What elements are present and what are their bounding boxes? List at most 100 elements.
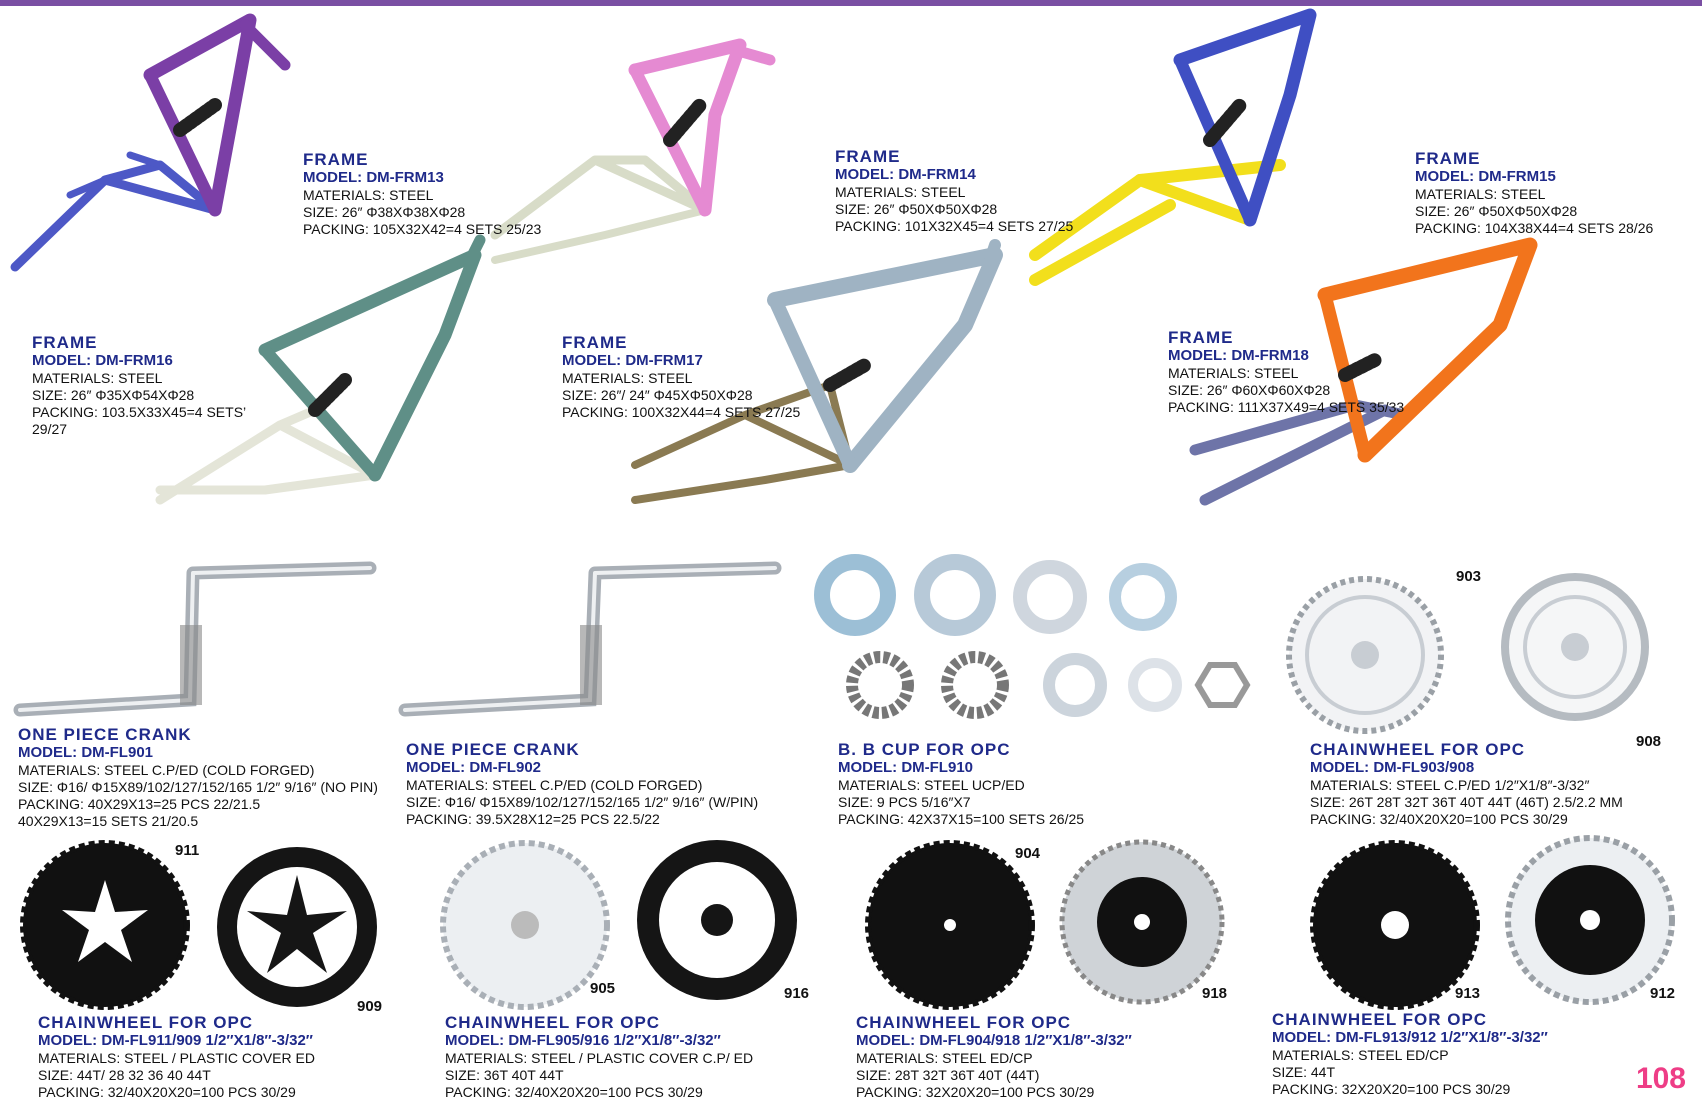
frame-title: FRAME <box>562 333 628 352</box>
chainwheel-fl905-916-info: CHAINWHEEL FOR OPC MODEL: DM-FL905/916 1… <box>445 1013 753 1101</box>
chainwheel-909-image <box>217 847 377 1007</box>
part-title: ONE PIECE CRANK <box>18 725 192 744</box>
part-line: MATERIALS: STEEL C.P/ED 1/2″X1/8″-3/32″ <box>1310 777 1590 793</box>
frame-title: FRAME <box>32 333 98 352</box>
frame-materials: MATERIALS: STEEL <box>32 370 163 386</box>
chainwheel-908-image <box>1501 573 1649 721</box>
crank-fl902-image <box>398 561 782 717</box>
frame-materials: MATERIALS: STEEL <box>835 184 966 200</box>
part-line: MATERIALS: STEEL / PLASTIC COVER ED <box>38 1050 315 1066</box>
part-line: MATERIALS: STEEL C.P/ED (COLD FORGED) <box>406 777 703 793</box>
crank-fl901-info: ONE PIECE CRANK MODEL: DM-FL901 MATERIAL… <box>18 725 378 830</box>
chainwheel-fl913-912-info: CHAINWHEEL FOR OPC MODEL: DM-FL913/912 1… <box>1272 1010 1548 1098</box>
image-number-905: 905 <box>590 980 616 997</box>
crank-fl902-info: ONE PIECE CRANK MODEL: DM-FL902 MATERIAL… <box>406 740 758 828</box>
frame-model: MODEL: DM-FRM16 <box>32 352 173 369</box>
frame-packing: PACKING: 100X32X44=4 SETS 27/25 <box>562 404 801 420</box>
part-line: PACKING: 32/40X20X20=100 PCS 30/29 <box>1310 811 1568 827</box>
chainwheel-fl903-908-info: CHAINWHEEL FOR OPC MODEL: DM-FL903/908 M… <box>1310 740 1623 828</box>
part-model: MODEL: DM-FL902 <box>406 759 541 776</box>
frame-materials: MATERIALS: STEEL <box>562 370 693 386</box>
part-line: PACKING: 32X20X20=100 PCS 30/29 <box>1272 1081 1511 1097</box>
part-title: B. B CUP FOR OPC <box>838 740 1011 759</box>
frame-frm17-image <box>631 239 1003 504</box>
part-title: CHAINWHEEL FOR OPC <box>1272 1010 1488 1029</box>
frame-frm17-info: FRAME MODEL: DM-FRM17 MATERIALS: STEEL S… <box>562 333 800 421</box>
frame-packing: PACKING: 105X32X42=4 SETS 25/23 <box>303 221 542 237</box>
part-line: PACKING: 32X20X20=100 PCS 30/29 <box>856 1084 1095 1100</box>
chainwheel-911-image <box>20 840 190 1010</box>
part-line: SIZE: 44T <box>1272 1064 1336 1080</box>
part-model: MODEL: DM-FL903/908 <box>1310 759 1475 776</box>
chainwheel-fl904-918-info: CHAINWHEEL FOR OPC MODEL: DM-FL904/918 1… <box>856 1013 1132 1101</box>
frame-model: MODEL: DM-FRM13 <box>303 169 444 186</box>
part-model: MODEL: DM-FL901 <box>18 744 153 761</box>
part-model: MODEL: DM-FL910 <box>838 759 973 776</box>
part-line: PACKING: 32/40X20X20=100 PCS 30/29 <box>38 1084 296 1100</box>
crank-fl901-image <box>13 561 377 717</box>
part-model: MODEL: DM-FL911/909 1/2″X1/8″-3/32″ <box>38 1032 313 1049</box>
frame-packing-weight: 29/27 <box>32 421 68 437</box>
image-number-904: 904 <box>1015 845 1041 862</box>
frame-size: SIZE: 26″ Φ38XΦ38XΦ28 <box>303 204 466 220</box>
bb-cup-fl910-info: B. B CUP FOR OPC MODEL: DM-FL910 MATERIA… <box>838 740 1084 828</box>
frame-frm15-info: FRAME MODEL: DM-FRM15 MATERIALS: STEEL S… <box>1415 149 1653 237</box>
part-line: SIZE: 44T/ 28 32 36 40 44T <box>38 1067 211 1083</box>
image-number-918: 918 <box>1202 985 1228 1002</box>
part-title: CHAINWHEEL FOR OPC <box>445 1013 661 1032</box>
frame-frm16-info: FRAME MODEL: DM-FRM16 MATERIALS: STEEL S… <box>32 333 246 438</box>
part-title: CHAINWHEEL FOR OPC <box>856 1013 1072 1032</box>
chainwheel-fl911-909-info: CHAINWHEEL FOR OPC MODEL: DM-FL911/909 1… <box>38 1013 315 1101</box>
frame-frm18-info: FRAME MODEL: DM-FRM18 MATERIALS: STEEL S… <box>1168 328 1404 416</box>
image-number-913: 913 <box>1455 985 1481 1002</box>
chainwheel-913-image <box>1310 840 1480 1010</box>
chainwheel-912-image <box>1505 835 1675 1005</box>
part-line: SIZE: Φ16/ Φ15X89/102/127/152/165 1/2″ 9… <box>18 779 378 795</box>
frame-model: MODEL: DM-FRM15 <box>1415 168 1556 185</box>
part-title: CHAINWHEEL FOR OPC <box>38 1013 254 1032</box>
part-line: MATERIALS: STEEL ED/CP <box>1272 1047 1449 1063</box>
frame-model: MODEL: DM-FRM17 <box>562 352 703 369</box>
frame-frm15-image <box>1029 8 1317 286</box>
frame-packing: PACKING: 101X32X45=4 SETS 27/25 <box>835 218 1074 234</box>
frame-packing: PACKING: 104X38X44=4 SETS 28/26 <box>1415 220 1654 236</box>
part-line: SIZE: 28T 32T 36T 40T (44T) <box>856 1067 1040 1083</box>
top-border <box>0 0 1702 6</box>
chainwheel-905-image <box>440 840 610 1010</box>
part-line: SIZE: 26T 28T 32T 36T 40T 44T (46T) 2.5/… <box>1310 794 1623 810</box>
frame-title: FRAME <box>1415 149 1481 168</box>
part-line: PACKING: 39.5X28X12=25 PCS 22.5/22 <box>406 811 660 827</box>
chainwheel-918-image <box>1059 839 1225 1005</box>
part-line: MATERIALS: STEEL ED/CP <box>856 1050 1033 1066</box>
part-line: MATERIALS: STEEL C.P/ED (COLD FORGED) <box>18 762 315 778</box>
frame-size: SIZE: 26″ Φ60XΦ60XΦ28 <box>1168 382 1331 398</box>
frame-title: FRAME <box>835 147 901 166</box>
frame-size: SIZE: 26″ Φ50XΦ50XΦ28 <box>1415 203 1578 219</box>
part-line: 40X29X13=15 SETS 21/20.5 <box>18 813 199 829</box>
chainwheel-903-image <box>1286 576 1444 734</box>
image-number-909: 909 <box>357 998 383 1015</box>
frame-frm13-info: FRAME MODEL: DM-FRM13 MATERIALS: STEEL S… <box>303 150 541 238</box>
part-model: MODEL: DM-FL905/916 1/2″X1/8″-3/32″ <box>445 1032 721 1049</box>
frame-model: MODEL: DM-FRM18 <box>1168 347 1309 364</box>
frame-size: SIZE: 26″ Φ50XΦ50XΦ28 <box>835 201 998 217</box>
part-line: SIZE: 9 PCS 5/16″X7 <box>838 794 971 810</box>
frame-frm16-image <box>155 234 486 505</box>
frame-frm18-image <box>1189 237 1538 506</box>
frame-frm14-info: FRAME MODEL: DM-FRM14 MATERIALS: STEEL S… <box>835 147 1073 235</box>
frame-size: SIZE: 26″/ 24″ Φ45XΦ50XΦ28 <box>562 387 753 403</box>
image-number-912: 912 <box>1650 985 1676 1002</box>
part-line: PACKING: 32/40X20X20=100 PCS 30/29 <box>445 1084 703 1100</box>
part-line: SIZE: Φ16/ Φ15X89/102/127/152/165 1/2″ 9… <box>406 794 759 810</box>
frame-size: SIZE: 26″ Φ35XΦ54XΦ28 <box>32 387 195 403</box>
page-number: 108 <box>1635 1062 1686 1095</box>
image-number-911: 911 <box>175 842 200 859</box>
frame-frm14-image <box>490 38 776 264</box>
part-model: MODEL: DM-FL904/918 1/2″X1/8″-3/32″ <box>856 1032 1132 1049</box>
part-title: ONE PIECE CRANK <box>406 740 580 759</box>
part-line: MATERIALS: STEEL / PLASTIC COVER C.P/ ED <box>445 1050 754 1066</box>
chainwheel-904-image <box>865 840 1035 1010</box>
image-number-903: 903 <box>1456 568 1482 585</box>
part-line: PACKING: 40X29X13=25 PCS 22/21.5 <box>18 796 261 812</box>
part-line: SIZE: 36T 40T 44T <box>445 1067 564 1083</box>
